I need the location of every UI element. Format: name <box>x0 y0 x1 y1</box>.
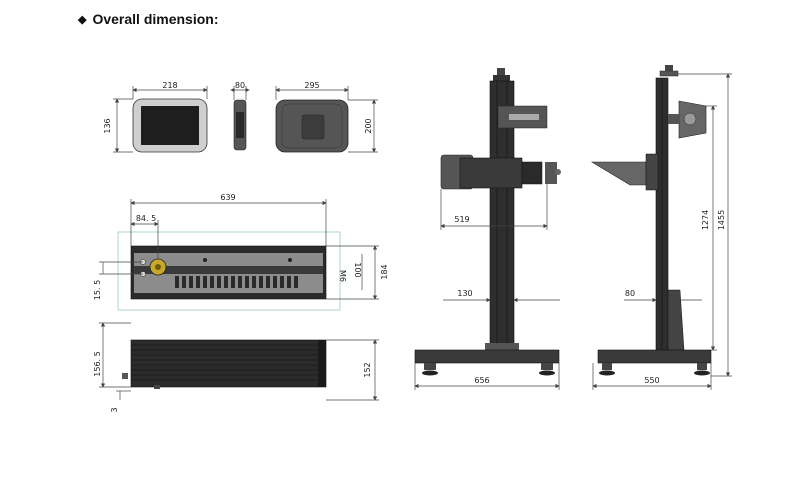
fin-row <box>175 276 298 288</box>
screen-front-view: 218 136 <box>103 81 208 153</box>
stand-front-view: 519 130 656 <box>414 68 561 390</box>
laser-side-view: 156. 5 3 152 <box>93 322 379 413</box>
screen-back-view: 295 200 <box>275 81 378 153</box>
dim-stand-front-base: 656 <box>474 376 489 385</box>
dim-screen-side-depth: 80 <box>235 81 245 90</box>
dim-laser-top-m6: M6 <box>338 270 347 282</box>
dim-screen-front-height: 136 <box>103 118 112 133</box>
screen-side-view: 80 <box>230 81 250 151</box>
dim-laser-top-width: 184 <box>380 264 389 279</box>
dim-laser-side-height: 156. 5 <box>93 351 102 376</box>
dim-laser-top-100: 100 <box>353 262 362 277</box>
dim-screen-front-width: 218 <box>162 81 177 90</box>
dim-stand-side-total: 1455 <box>717 210 726 230</box>
dim-stand-side-height: 1274 <box>701 210 710 230</box>
dim-stand-side-column: 80 <box>625 289 635 298</box>
stand-side-view: 80 550 1274 1455 <box>590 65 732 390</box>
dim-laser-side-foot: 3 <box>110 407 119 412</box>
diamond-bullet-icon: ◆ <box>78 14 87 26</box>
dim-laser-top-offset: 84. 5 <box>136 214 156 223</box>
dim-laser-top-length: 639 <box>220 193 235 202</box>
heading-text: Overall dimension: <box>92 11 219 27</box>
dim-stand-side-base: 550 <box>644 376 659 385</box>
section-heading: ◆ Overall dimension: <box>78 11 219 27</box>
dim-laser-side-total: 152 <box>363 362 372 377</box>
dim-screen-back-height: 200 <box>364 118 373 133</box>
dim-stand-front-arm: 519 <box>454 215 469 224</box>
laser-top-view: 639 84. 5 15. 5 184 100 M6 <box>93 193 389 311</box>
dim-laser-top-side: 15. 5 <box>93 280 102 300</box>
vesa-mount-icon <box>683 112 697 126</box>
dim-screen-back-width: 295 <box>304 81 319 90</box>
dim-stand-front-column: 130 <box>457 289 472 298</box>
